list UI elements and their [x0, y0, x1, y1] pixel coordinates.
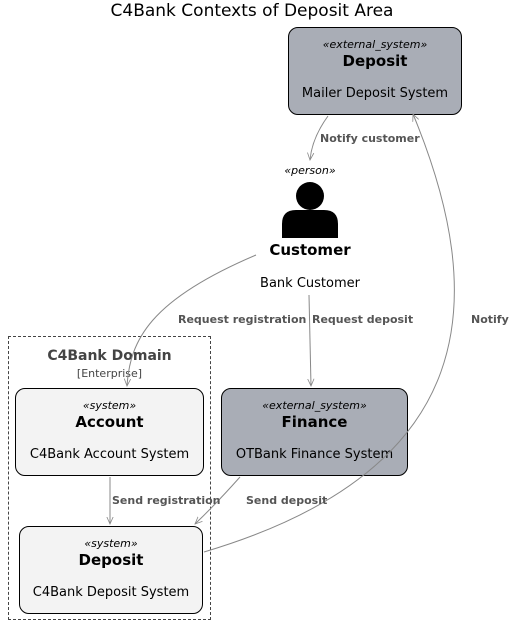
edge-label-send-deposit: Send deposit	[246, 494, 328, 507]
edge-label-request-registration: Request registration	[178, 313, 307, 326]
edge-request-deposit	[309, 294, 311, 386]
node-description: Mailer Deposit System	[301, 86, 449, 101]
boundary-subtitle: [Enterprise]	[76, 367, 143, 380]
node-name: Deposit	[78, 551, 144, 569]
node-stereotype: «system»	[82, 399, 137, 412]
node-stereotype: «system»	[84, 537, 138, 550]
edge-notify	[203, 114, 455, 553]
edge-request-registration	[127, 254, 257, 386]
edge-send-deposit	[195, 476, 241, 524]
person-stereotype: «person»	[284, 164, 336, 177]
node-deposit-system: «system» Deposit C4Bank Deposit System	[19, 526, 203, 614]
edge-label-notify-customer: Notify customer	[320, 132, 420, 145]
node-stereotype: «external_system»	[262, 399, 367, 412]
node-account-system: «system» Account C4Bank Account System	[15, 388, 204, 476]
edge-label-send-registration: Send registration	[112, 494, 221, 507]
node-mailer-deposit-system: «external_system» Deposit Mailer Deposit…	[288, 27, 462, 115]
node-name: Deposit	[342, 52, 408, 70]
node-description: OTBank Finance System	[235, 447, 394, 462]
diagram-title: C4Bank Contexts of Deposit Area	[110, 1, 394, 21]
person-description: Bank Customer	[260, 276, 360, 291]
person-icon	[282, 182, 338, 238]
enterprise-boundary: C4Bank Domain [Enterprise]	[8, 336, 211, 620]
boundary-title: C4Bank Domain	[47, 348, 172, 364]
person-name: Customer	[269, 241, 351, 259]
node-description: C4Bank Account System	[29, 447, 190, 462]
edge-label-notify: Notify	[471, 313, 509, 326]
edge-label-request-deposit: Request deposit	[312, 313, 414, 326]
edge-notify-customer	[310, 115, 329, 160]
node-stereotype: «external_system»	[322, 38, 428, 51]
node-description: C4Bank Deposit System	[32, 585, 190, 600]
node-name: Finance	[281, 413, 348, 431]
node-name: Account	[75, 413, 144, 431]
node-finance-system: «external_system» Finance OTBank Finance…	[221, 388, 408, 476]
